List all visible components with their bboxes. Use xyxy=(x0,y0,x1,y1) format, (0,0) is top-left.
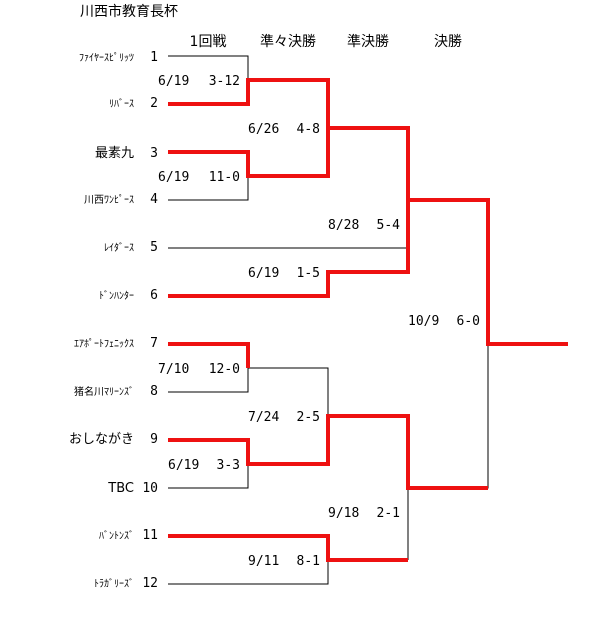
team-seed: 6 xyxy=(150,288,158,303)
team-name: 最素九 xyxy=(95,146,134,161)
match-date: 6/19 xyxy=(248,266,279,281)
bracket-line xyxy=(168,55,249,80)
match-date: 6/26 xyxy=(248,122,279,137)
team-seed: 7 xyxy=(150,336,158,351)
bracket-line xyxy=(168,368,249,393)
team-name: 猪名川ﾏﾘｰﾝｽﾞ xyxy=(74,385,134,398)
match-score: 4-8 xyxy=(297,122,320,137)
team-seed: 10 xyxy=(142,481,158,496)
round-header-1: 1回戦 xyxy=(190,34,227,50)
team-name: ﾄﾞﾝﾊﾝﾀｰ xyxy=(99,290,134,302)
team-name: おしながき xyxy=(69,432,134,447)
match-date: 9/18 xyxy=(328,506,359,521)
team-seed: 2 xyxy=(150,96,158,111)
match-score: 3-12 xyxy=(209,74,240,89)
team-seed: 12 xyxy=(142,576,158,591)
winner-path xyxy=(168,78,568,346)
team-seed: 9 xyxy=(150,432,158,447)
match-date: 6/19 xyxy=(168,458,199,473)
match-date: 9/11 xyxy=(248,554,279,569)
round-header-final: 決勝 xyxy=(434,34,462,50)
round-header-quarterfinal: 準々決勝 xyxy=(260,34,316,50)
team-name: TBC xyxy=(107,481,134,496)
team-seed: 4 xyxy=(150,192,158,207)
round-header-semifinal: 準決勝 xyxy=(347,34,389,50)
team-name: ﾘﾊﾞｰｽ xyxy=(109,98,134,110)
match-score: 5-4 xyxy=(377,218,401,233)
team-name: ﾄﾗｶﾞﾘｰｽﾞ xyxy=(94,578,134,590)
team-name: ﾌｧｲﾔｰｽﾋﾟﾘｯﾂ xyxy=(79,52,134,64)
match-score: 11-0 xyxy=(209,170,240,185)
bracket-line xyxy=(168,560,329,585)
team-name: 川西ﾜﾝﾋﾟｰｽ xyxy=(84,194,134,206)
winner-paths xyxy=(168,78,568,562)
match-date: 6/19 xyxy=(158,74,189,89)
match-labels: 6/19 3-12 6/19 11-0 7/10 12-0 6/19 3-3 6… xyxy=(158,74,480,569)
bracket-line xyxy=(408,344,489,489)
winner-path xyxy=(168,128,330,178)
match-date: 6/19 xyxy=(158,170,189,185)
bracket-line xyxy=(168,464,249,489)
match-score: 12-0 xyxy=(209,362,240,377)
winner-path xyxy=(168,414,488,490)
winner-path xyxy=(168,200,410,298)
match-score: 6-0 xyxy=(457,314,480,329)
team-name: ﾚｲﾀﾞｰｽ xyxy=(104,242,134,254)
bracket-line xyxy=(168,128,409,249)
match-date: 7/24 xyxy=(248,410,279,425)
match-score: 1-5 xyxy=(297,266,320,281)
match-date: 7/10 xyxy=(158,362,189,377)
winner-path xyxy=(168,534,408,562)
match-score: 2-5 xyxy=(297,410,320,425)
team-name: ﾊﾞﾝﾄﾝｽﾞ xyxy=(99,530,134,542)
team-seed: 1 xyxy=(150,50,158,65)
bracket-line xyxy=(168,176,249,201)
match-score: 2-1 xyxy=(377,506,400,521)
team-seed: 11 xyxy=(142,528,158,543)
team-list: ﾌｧｲﾔｰｽﾋﾟﾘｯﾂ 1 ﾘﾊﾞｰｽ 2 最素九 3 川西ﾜﾝﾋﾟｰｽ 4 ﾚ… xyxy=(69,50,158,591)
match-date: 10/9 xyxy=(408,314,439,329)
team-seed: 8 xyxy=(150,384,158,399)
match-date: 8/28 xyxy=(328,218,359,233)
team-seed: 5 xyxy=(150,240,158,255)
team-seed: 3 xyxy=(150,146,158,161)
bracket-line xyxy=(248,367,329,416)
winner-path xyxy=(168,342,250,368)
team-name: ｴｱﾎﾟｰﾄﾌｪﾆｯｸｽ xyxy=(74,338,134,350)
page-title: 川西市教育長杯 xyxy=(80,3,178,20)
match-score: 8-1 xyxy=(297,554,320,569)
match-score: 3-3 xyxy=(217,458,240,473)
